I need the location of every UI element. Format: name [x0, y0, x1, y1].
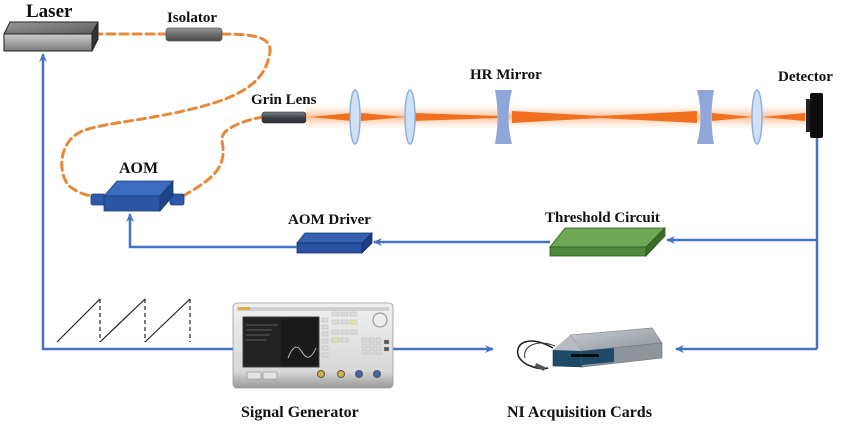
hr-mirror-2 [697, 90, 714, 144]
signal-lines [39, 53, 819, 353]
threshold-circuit: Threshold Circuit [545, 210, 666, 258]
detector: Detector [778, 69, 833, 138]
signal-generator-buttons [321, 311, 390, 358]
laser-label: Laser [26, 1, 73, 22]
ni-acquisition-card: NI Acquisition Cards [507, 327, 663, 421]
line-siggen-to-laser [39, 53, 233, 351]
grin-lens-label: Grin Lens [251, 92, 317, 108]
hr-mirror-1 [495, 90, 512, 144]
ni-acquisition-label: NI Acquisition Cards [507, 404, 652, 421]
lens-1 [349, 89, 361, 145]
signal-generator-knob [372, 312, 388, 328]
aom: AOM [90, 160, 185, 213]
optical-fiber [60, 32, 272, 198]
aom-driver-label: AOM Driver [288, 212, 371, 228]
isolator: Isolator [165, 10, 223, 42]
threshold-circuit-label: Threshold Circuit [545, 210, 660, 226]
aom-driver: AOM Driver [288, 212, 373, 254]
signal-generator-label: Signal Generator [241, 404, 359, 421]
fiber-isolator-to-aom [60, 32, 272, 198]
lens-2 [404, 89, 416, 145]
lens-3 [751, 89, 763, 145]
grin-lens: Grin Lens [251, 92, 317, 124]
signal-generator: Signal Generator [232, 302, 394, 421]
line-driver-to-aom [126, 213, 297, 249]
detector-label: Detector [778, 69, 833, 85]
laser: Laser [3, 1, 99, 52]
usb-plug [534, 363, 546, 371]
laser-beam [306, 104, 811, 130]
hr-mirror-label: HR Mirror [470, 67, 542, 83]
usb-cable [516, 340, 554, 370]
isolator-label: Isolator [167, 10, 217, 26]
fiber-aom-to-grin [181, 115, 264, 198]
sawtooth-waveform [56, 298, 191, 343]
aom-label: AOM [119, 160, 158, 177]
ramp-1 [56, 298, 101, 343]
ramp-2 [99, 298, 146, 343]
signal-generator-bnc-ports [317, 370, 381, 378]
ramp-3 [144, 298, 191, 343]
